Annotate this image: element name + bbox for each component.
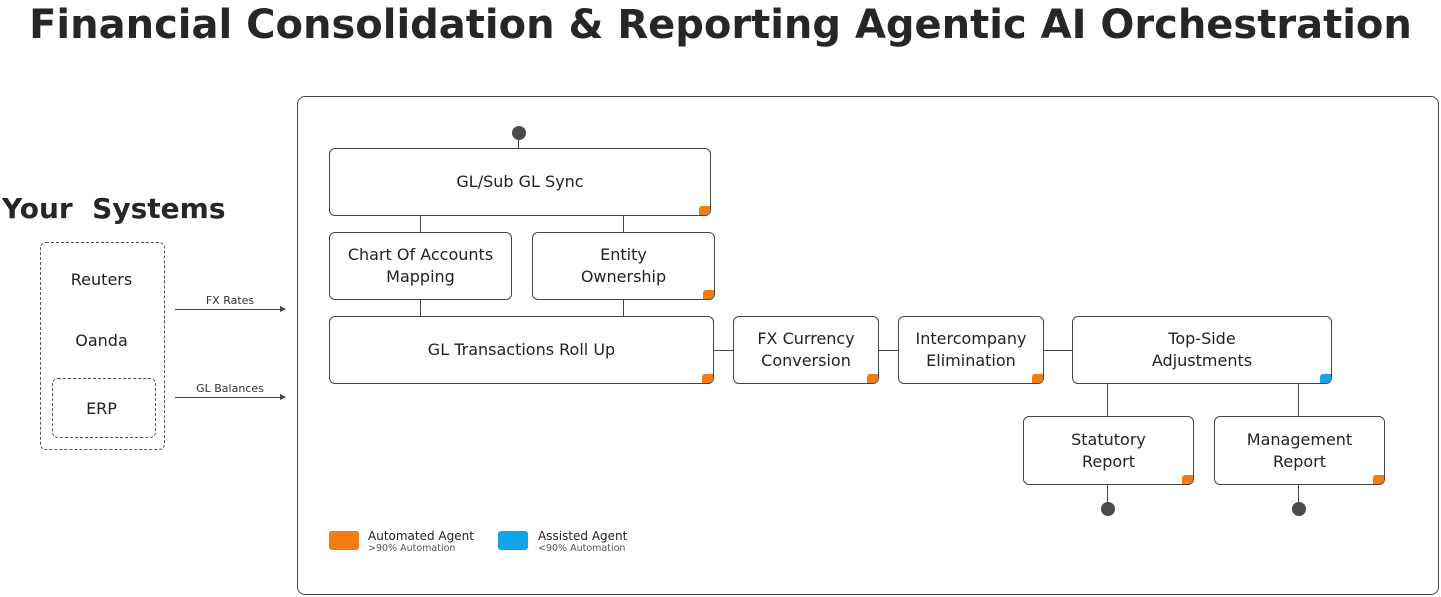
input-dot [512,126,526,140]
connector [1107,384,1108,416]
gl-balances-label: GL Balances [196,382,264,395]
node-gl-rollup-label: GL Transactions Roll Up [427,340,616,359]
legend-assisted-sub: <90% Automation [538,543,626,554]
node-coa-mapping-label: Chart Of Accounts Mapping [347,245,494,286]
node-gl-sync-label: GL/Sub GL Sync [456,172,584,191]
agent-tag [1182,475,1193,484]
system-reuters: Reuters [70,270,133,289]
legend-assisted-swatch [498,531,528,550]
erp-box [52,378,156,438]
fx-rates-label: FX Rates [205,294,255,307]
legend-assisted-label: Assisted Agent [538,529,628,543]
agent-tag [702,374,713,383]
agent-tag [1320,374,1331,383]
connector [878,350,898,351]
node-entity-ownership-label: Entity Ownership [580,245,667,286]
agent-tag [703,290,714,299]
gl-balances-arrow [175,394,286,400]
node-statutory: Statutory Report [1023,416,1194,485]
connector [623,300,624,316]
agent-tag [1373,475,1384,484]
page-title: Financial Consolidation & Reporting Agen… [29,2,1412,48]
connector [420,300,421,316]
node-interco-elim: Intercompany Elimination [898,316,1044,384]
legend-automated-label: Automated Agent [368,529,474,543]
fx-rates-arrow [175,306,286,312]
agent-tag [867,374,878,383]
node-gl-sync: GL/Sub GL Sync [329,148,711,216]
legend-automated-swatch [329,531,359,550]
connector [518,138,519,148]
connector [1298,485,1299,503]
orchestration-panel [297,96,1439,595]
node-top-side: Top-Side Adjustments [1072,316,1332,384]
node-top-side-label: Top-Side Adjustments [1151,329,1253,370]
connector [1298,384,1299,416]
agent-tag [1032,374,1043,383]
node-statutory-label: Statutory Report [1071,429,1146,471]
connector [714,350,733,351]
systems-group [40,242,165,450]
node-fx-conversion-label: FX Currency Conversion [757,329,855,370]
connector [623,216,624,232]
connector [1107,485,1108,503]
node-coa-mapping: Chart Of Accounts Mapping [329,232,512,300]
your-systems-heading: Your Systems [2,192,226,225]
node-entity-ownership: Entity Ownership [532,232,715,300]
node-management-label: Management Report [1246,429,1353,471]
connector [1043,350,1072,351]
node-interco-elim-label: Intercompany Elimination [915,329,1027,370]
connector [420,216,421,232]
output-dot-management [1292,502,1306,516]
system-oanda: Oanda [75,331,128,350]
node-fx-conversion: FX Currency Conversion [733,316,879,384]
node-gl-rollup: GL Transactions Roll Up [329,316,714,384]
system-erp: ERP [86,399,117,418]
node-management: Management Report [1214,416,1385,485]
output-dot-statutory [1101,502,1115,516]
agent-tag [699,206,710,215]
legend-automated-sub: >90% Automation [368,543,456,554]
